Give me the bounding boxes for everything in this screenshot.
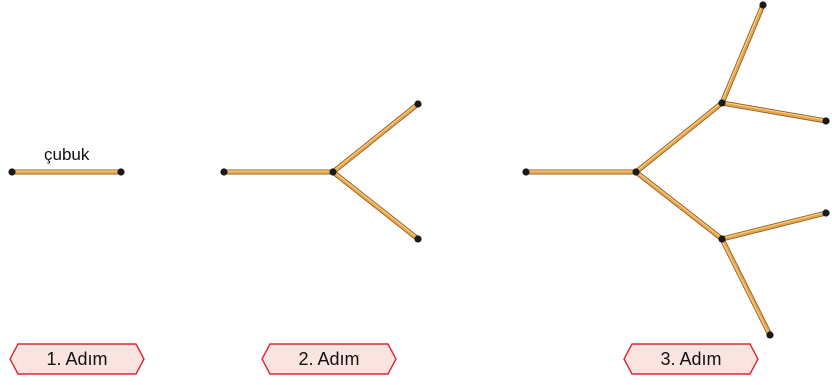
joint-dot	[522, 168, 530, 176]
joint-dot	[117, 168, 125, 176]
step-3-badge: 3. Adım	[623, 343, 759, 375]
joint-dot	[718, 99, 726, 107]
joint-dot	[329, 168, 337, 176]
stick	[721, 210, 827, 242]
stick	[719, 4, 766, 104]
stick	[721, 100, 827, 124]
step-3-figure	[522, 1, 830, 339]
joint-dot	[822, 209, 830, 217]
joint-dot	[414, 235, 422, 243]
step-1-figure: çubuk	[8, 145, 125, 176]
stick	[331, 170, 420, 241]
stick	[634, 101, 724, 174]
joint-dot	[759, 1, 767, 9]
stick	[719, 237, 773, 337]
stick	[331, 102, 420, 174]
joint-dot	[632, 168, 640, 176]
stick	[634, 170, 724, 241]
step-3-label: 3. Adım	[660, 349, 721, 369]
stick	[12, 169, 121, 175]
stick	[224, 169, 333, 175]
joint-dot	[8, 168, 16, 176]
joint-dot	[414, 100, 422, 108]
stick	[526, 169, 636, 175]
joint-dot	[220, 168, 228, 176]
joint-dot	[766, 331, 774, 339]
stick-label: çubuk	[44, 145, 90, 164]
step-2-figure	[220, 100, 422, 243]
joint-dot	[718, 235, 726, 243]
joint-dot	[822, 117, 830, 125]
step-1-label: 1. Adım	[46, 349, 107, 369]
step-2-badge: 2. Adım	[261, 343, 397, 375]
step-2-label: 2. Adım	[298, 349, 359, 369]
step-1-badge: 1. Adım	[9, 343, 145, 375]
